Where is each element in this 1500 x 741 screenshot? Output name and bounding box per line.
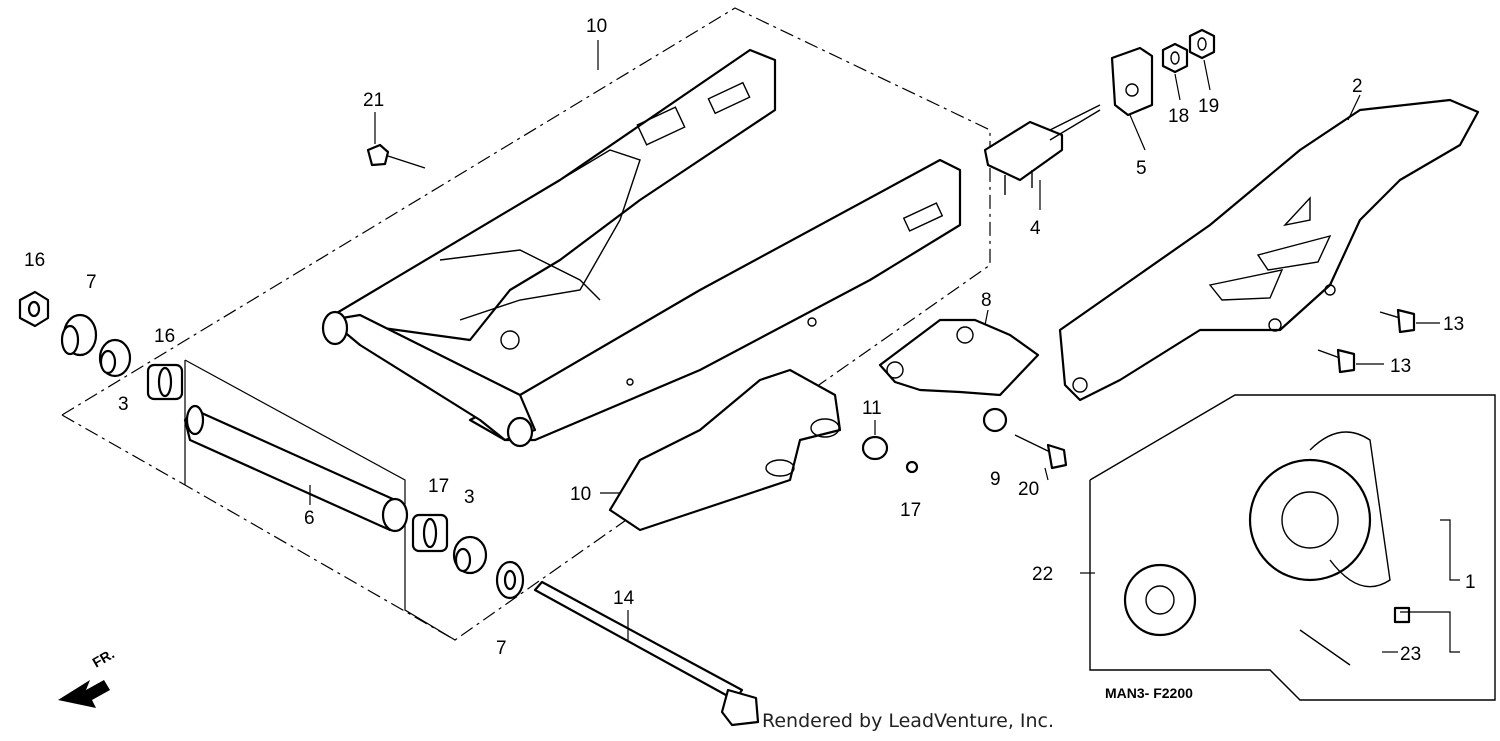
pivot-bolt <box>533 580 760 727</box>
callout-4: 4 <box>1030 218 1041 239</box>
swingarm <box>321 48 962 448</box>
callout-13b: 13 <box>1390 356 1411 377</box>
callout-3b: 3 <box>464 487 475 508</box>
callout-13a: 13 <box>1443 314 1464 335</box>
swingarm-assembly-outline <box>61 7 991 641</box>
credit-text: Rendered by LeadVenture, Inc. <box>762 710 1055 732</box>
callout-17: 17 <box>900 500 921 521</box>
nuts-18-19 <box>1161 28 1216 74</box>
callout-20: 20 <box>1018 479 1039 500</box>
callout-9: 9 <box>990 469 1001 490</box>
front-marker-label: FR. <box>90 645 118 670</box>
pivot-shaft <box>183 404 409 533</box>
callout-8: 8 <box>981 290 992 311</box>
callout-5: 5 <box>1136 158 1147 179</box>
small-hardware <box>366 143 1416 474</box>
callout-10: 10 <box>570 484 591 505</box>
callout-7b: 7 <box>496 638 507 659</box>
chain-case <box>1058 98 1480 402</box>
callout-21: 21 <box>363 90 384 111</box>
diagram-code: MAN3- F2200 <box>1105 685 1193 701</box>
drive-chain-kit-outline <box>1089 394 1496 701</box>
callout-23: 23 <box>1400 644 1421 665</box>
chain-slider <box>608 368 842 532</box>
callout-11: 11 <box>862 398 882 419</box>
part-callouts: 10 2 5 18 19 4 21 16 7 16 3 8 13 13 11 9… <box>24 16 1476 701</box>
callout-1: 1 <box>1465 572 1476 593</box>
drive-chain-and-sprockets <box>1123 431 1411 666</box>
callout-14: 14 <box>613 588 635 609</box>
callout-22: 22 <box>1032 564 1053 585</box>
callout-2: 2 <box>1352 76 1363 97</box>
callout-16b: 17 <box>428 476 449 497</box>
front-direction-arrow-icon <box>58 680 110 708</box>
bearings-and-seals <box>18 290 525 600</box>
callout-15: 16 <box>24 250 45 271</box>
leader-lines <box>309 40 1460 653</box>
adjuster-pad <box>1110 46 1154 117</box>
callout-18: 18 <box>1168 106 1189 127</box>
callout-19: 19 <box>1198 96 1219 117</box>
callout-12: 10 <box>586 16 607 37</box>
callout-16a: 16 <box>154 326 175 347</box>
chain-guide <box>878 318 1040 397</box>
callout-6: 6 <box>304 508 315 529</box>
callout-7a: 7 <box>86 272 97 293</box>
chain-adjuster <box>983 104 1101 195</box>
pivot-assembly-outline <box>184 359 456 641</box>
callout-3a: 3 <box>118 394 129 415</box>
